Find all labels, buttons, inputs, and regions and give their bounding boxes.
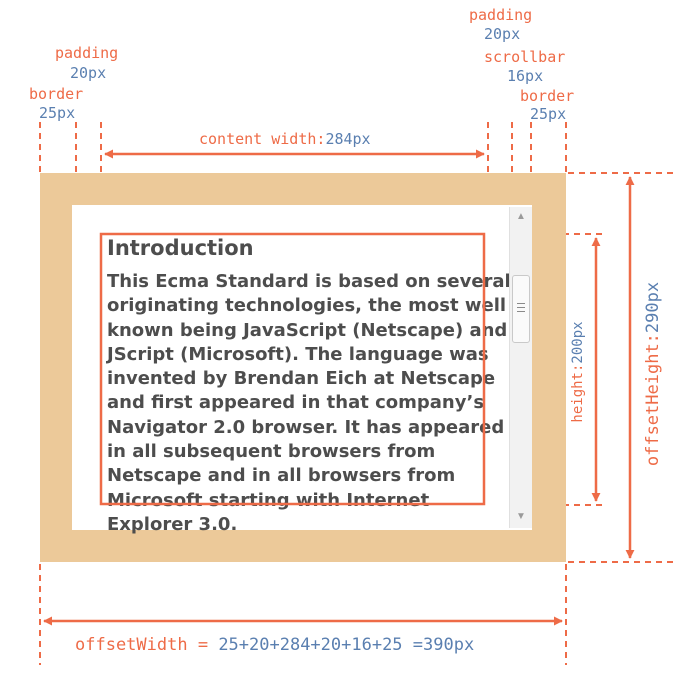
padding-left-name: padding xyxy=(55,44,119,62)
grip-line xyxy=(517,307,525,308)
offset-width-result: =390px xyxy=(402,635,475,655)
scrollbar-thumb[interactable] xyxy=(512,275,530,343)
height-label: height:200px xyxy=(569,312,587,432)
offset-width-formula: 25+20+284+20+16+25 xyxy=(218,635,403,655)
border-right-name: border xyxy=(520,87,575,105)
offset-height-sep: : xyxy=(643,333,663,344)
content-box-outline xyxy=(99,232,486,506)
height-sep: : xyxy=(570,363,586,373)
scrollbar-value: 16px xyxy=(507,67,544,85)
padding-right-value: 20px xyxy=(484,25,521,43)
content-width-label: content width:284px xyxy=(199,130,371,148)
height-value: 200px xyxy=(570,321,586,364)
grip-line xyxy=(517,311,525,312)
offset-width-eq: = xyxy=(187,635,219,655)
content-area: Introduction This Ecma Standard is based… xyxy=(107,233,517,535)
offset-width-label: offsetWidth = 25+20+284+20+16+25 =390px xyxy=(75,634,474,656)
padding-left-value: 20px xyxy=(70,64,107,82)
content-width-value: 284px xyxy=(325,130,371,148)
scrollbar-name: scrollbar xyxy=(484,48,566,66)
offset-width-name: offsetWidth xyxy=(75,635,188,655)
border-left-name: border xyxy=(29,85,84,103)
scroll-down-icon[interactable]: ▼ xyxy=(516,511,526,522)
element-padding-area xyxy=(72,205,532,530)
content-body: This Ecma Standard is based on several o… xyxy=(107,271,511,535)
offset-height-value: 290px xyxy=(643,281,663,334)
border-right-value: 25px xyxy=(530,105,567,123)
content-width-sep: : xyxy=(316,130,326,148)
scroll-up-icon[interactable]: ▲ xyxy=(516,211,526,222)
offset-height-label: offsetHeight:290px xyxy=(642,269,664,479)
guide-lines-bottom xyxy=(39,564,567,665)
content-title: Introduction xyxy=(107,236,254,260)
grip-lines-icon xyxy=(517,303,525,304)
guide-lines-top xyxy=(39,122,567,172)
offset-height-name: offsetHeight xyxy=(643,343,663,467)
border-left-value: 25px xyxy=(39,104,76,122)
padding-right-name: padding xyxy=(469,6,533,24)
content-width-name: content width xyxy=(199,130,317,148)
scrollbar[interactable]: ▲ ▼ xyxy=(509,207,532,528)
height-name: height xyxy=(570,372,586,423)
